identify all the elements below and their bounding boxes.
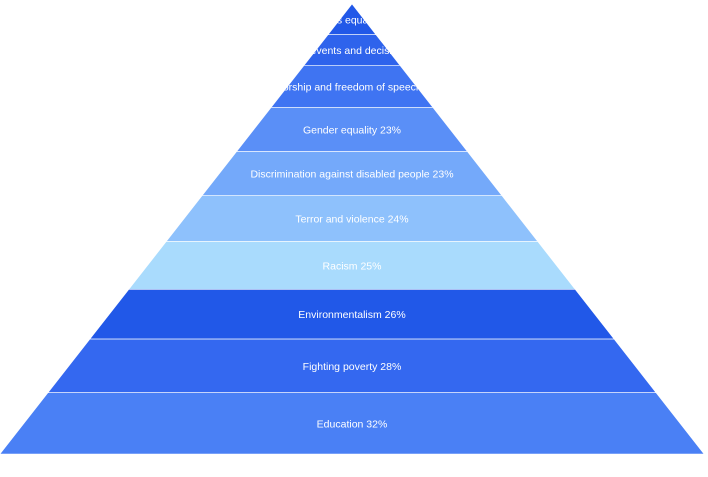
pyramid-segment-label: Political events and decisions 16% (271, 45, 432, 57)
pyramid-segments (0, 3, 705, 455)
pyramid-segment-label: Discrimination against disabled people 2… (250, 168, 453, 180)
pyramid-segment-label: Education 32% (317, 418, 388, 430)
pyramid-segment-label: Environmentalism 26% (298, 309, 405, 321)
pyramid-segment-label: Religious equality 16% (299, 14, 405, 26)
pyramid-segment-label: Racism 25% (323, 260, 382, 272)
pyramid-segment-label: Censorship and freedom of speech 22% (258, 81, 445, 93)
pyramid-segment-label: Fighting poverty 28% (303, 361, 402, 373)
pyramid-segment (0, 392, 705, 455)
pyramid-labels: Religious equality 16% Political events a… (250, 14, 453, 430)
pyramid-segment-label: Terror and violence 24% (295, 213, 408, 225)
pyramid-segment-label: Gender equality 23% (303, 124, 401, 136)
